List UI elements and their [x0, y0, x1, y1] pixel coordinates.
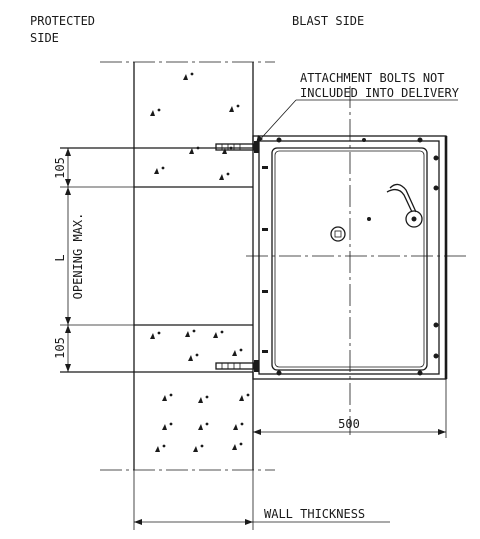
attachment-bolt-top	[215, 141, 259, 153]
dim-bottom-105: 105	[53, 337, 67, 359]
concrete-wall	[60, 61, 275, 471]
attachment-bolts-note	[255, 99, 458, 145]
wall-thickness-label: WALL THICKNESS	[264, 507, 365, 521]
note-line1: ATTACHMENT BOLTS NOT	[300, 71, 445, 85]
opening-max-label: OPENING MAX.	[71, 213, 85, 300]
dim-width-500: 500	[338, 417, 360, 431]
blast-valve	[246, 86, 466, 435]
dim-top-105: 105	[53, 157, 67, 179]
left-dimensions	[60, 148, 134, 372]
wall-thickness-dimension	[133, 470, 390, 530]
protected-side-label-line1: PROTECTED	[30, 14, 95, 28]
blast-side-label: BLAST SIDE	[292, 14, 364, 28]
note-line2: INCLUDED INTO DELIVERY	[300, 86, 460, 100]
dim-l-label: L	[53, 254, 67, 261]
protected-side-label-line2: SIDE	[30, 31, 59, 45]
attachment-bolt-bottom	[215, 360, 259, 372]
concrete-hatch	[150, 72, 250, 452]
width-dimension	[252, 379, 447, 438]
